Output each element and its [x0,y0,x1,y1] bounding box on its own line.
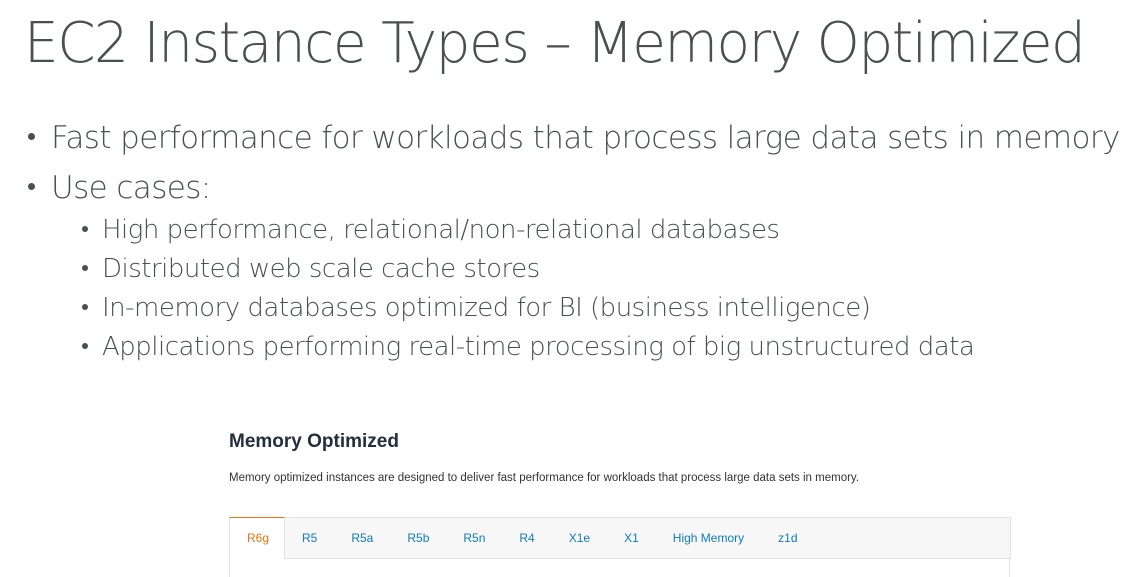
tab-r6g[interactable]: R6g [229,517,285,559]
bullet-dot-icon [82,225,88,232]
tab-r5[interactable]: R5 [302,531,318,545]
sub-bullet-item: Distributed web scale cache stores [82,254,540,284]
tab-x1e[interactable]: X1e [568,531,591,545]
instance-family-tabs: R6g R5 R5a R5b R5n R4 X1e X1 High Memory… [229,517,1011,559]
panel-heading: Memory Optimized [229,431,399,452]
tab-x1[interactable]: X1 [624,531,639,545]
panel-description: Memory optimized instances are designed … [229,472,860,484]
bullet-dot-icon [82,303,88,310]
sub-bullet-item: High performance, relational/non-relatio… [82,215,780,245]
sub-bullet-item: Applications performing real-time proces… [82,332,975,362]
tab-panel-border-left [229,557,230,577]
tab-panel-border-right [1009,557,1010,577]
tab-r5a[interactable]: R5a [351,531,374,545]
bullet-dot-icon [82,264,88,271]
slide-title: EC2 Instance Types – Memory Optimized [24,11,1086,76]
tab-r4[interactable]: R4 [519,531,535,545]
bullet-item: Fast performance for workloads that proc… [28,120,1120,156]
sub-bullet-item: In-memory databases optimized for BI (bu… [82,293,871,323]
tab-high-memory[interactable]: High Memory [672,531,745,545]
tab-r5b[interactable]: R5b [407,531,430,545]
tab-z1d[interactable]: z1d [778,531,798,545]
bullet-dot-icon [82,342,88,349]
aws-memory-optimized-panel: Memory Optimized Memory optimized instan… [229,428,1011,577]
bullet-dot-icon [28,133,35,140]
bullet-dot-icon [28,183,35,190]
tab-r5n[interactable]: R5n [463,531,486,545]
bullet-item: Use cases: [28,170,211,206]
